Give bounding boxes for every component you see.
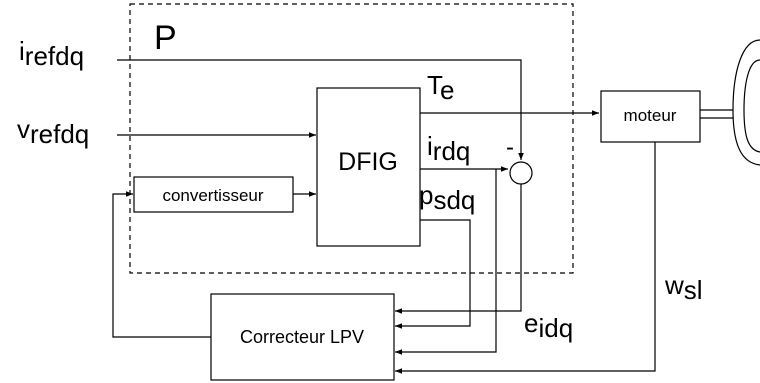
plant-boundary: [129, 3, 574, 274]
controller-output-line: [112, 191, 211, 338]
irefdq-label: irefdq: [19, 36, 84, 71]
psdq-label: psdq: [419, 180, 475, 215]
wsl-label: wsl: [664, 270, 703, 305]
irdq-feedback-line: [395, 169, 497, 355]
eidq-label: eidq: [524, 308, 573, 343]
vrefdq-label: vrefdq: [17, 114, 89, 149]
moteur-label: moteur: [624, 106, 677, 125]
dfig-label: DFIG: [338, 148, 398, 176]
correcteur-block: [210, 293, 395, 381]
convertisseur-label: convertisseur: [162, 186, 263, 205]
te-label: Te: [427, 70, 454, 105]
correcteur-label: Correcteur LPV: [240, 327, 364, 347]
moteur-block: [600, 90, 701, 143]
psdq-signal-line: [395, 219, 471, 329]
minus-sign: -: [506, 134, 514, 161]
plant-label: P: [154, 19, 177, 57]
irefdq-signal-line: [117, 59, 524, 160]
turbine-blades-icon: [732, 39, 760, 166]
convertisseur-block: [133, 176, 294, 213]
dfig-block: [316, 87, 421, 247]
summing-junction: [509, 161, 533, 185]
error-signal-line: [395, 184, 522, 314]
irdq-label: irdq: [427, 131, 470, 166]
wsl-signal-line: [395, 142, 656, 374]
